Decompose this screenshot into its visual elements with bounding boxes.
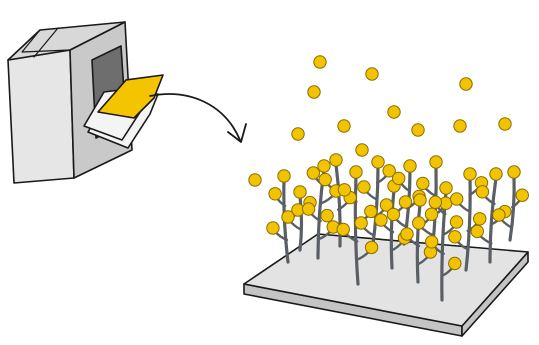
nanoparticle-icon bbox=[453, 119, 467, 133]
nanoparticle-icon bbox=[429, 155, 443, 169]
nanoparticle-icon bbox=[413, 193, 427, 207]
arrow-head bbox=[227, 123, 247, 143]
nanoparticle-icon bbox=[411, 123, 425, 137]
curved-arrow-icon bbox=[149, 93, 247, 143]
nanoparticle-icon bbox=[329, 153, 343, 167]
nanoparticle-icon bbox=[412, 216, 426, 230]
nanoparticle-icon bbox=[463, 167, 477, 181]
nanoparticle-icon bbox=[349, 165, 363, 179]
nanoparticle-icon bbox=[313, 55, 327, 69]
nanoparticle-icon bbox=[354, 216, 368, 230]
arrow-shaft bbox=[149, 93, 241, 141]
nanoparticles bbox=[248, 55, 529, 271]
nanoparticle-icon bbox=[291, 127, 305, 141]
paper-sheets-icon bbox=[83, 74, 164, 149]
nanoparticle-icon bbox=[386, 207, 401, 222]
nanoparticle-icon bbox=[439, 181, 453, 195]
nanoparticle-icon bbox=[428, 195, 443, 209]
nanoparticle-icon bbox=[248, 173, 262, 187]
nanoparticle-icon bbox=[379, 198, 394, 212]
nanoparticle-icon bbox=[475, 185, 490, 199]
nanoparticle-icon bbox=[355, 143, 369, 157]
nanoparticle-icon bbox=[374, 213, 388, 227]
nanoparticle-icon bbox=[320, 208, 334, 223]
nanoparticle-icon bbox=[489, 167, 503, 181]
nanoparticle-icon bbox=[337, 119, 351, 133]
nanoparticle-icon bbox=[425, 235, 439, 249]
nanoparticle-icon bbox=[492, 208, 506, 222]
nanoparticle-icon bbox=[293, 185, 307, 199]
nanoparticle-icon bbox=[382, 164, 396, 178]
stem-trunk bbox=[353, 174, 360, 286]
substrate-top bbox=[243, 233, 529, 327]
stem-trunk bbox=[488, 176, 498, 264]
nanoparticle-icon bbox=[306, 166, 321, 180]
box-flap-line bbox=[21, 27, 71, 58]
stem-trunk bbox=[508, 174, 516, 242]
nanoparticle-icon bbox=[301, 202, 316, 216]
nanoparticle-icon bbox=[365, 67, 379, 81]
nanoparticle-icon bbox=[459, 77, 473, 91]
nanoparticle-icon bbox=[336, 222, 350, 237]
nanoparticle-icon bbox=[357, 180, 371, 194]
nanoparticle-icon bbox=[266, 221, 280, 235]
nanoparticle-icon bbox=[307, 85, 321, 99]
paper-sheet-yellow bbox=[97, 74, 164, 119]
nanoparticle-icon bbox=[515, 188, 529, 202]
box-top bbox=[7, 21, 126, 61]
nanoparticle-icon bbox=[448, 256, 462, 271]
nanoparticle-icon bbox=[416, 176, 430, 191]
nanoparticle-icon bbox=[403, 159, 417, 173]
nanoparticle-icon bbox=[398, 195, 413, 209]
stem-trunk bbox=[464, 176, 472, 272]
nanoparticle-icon bbox=[337, 183, 352, 197]
nanoparticle-icon bbox=[364, 204, 378, 219]
nanoparticle-icon bbox=[400, 227, 414, 241]
nanoparticle-icon bbox=[392, 171, 406, 186]
stem-trunk bbox=[334, 162, 342, 248]
nanoparticle-icon bbox=[281, 210, 295, 224]
nanoparticle-icon bbox=[424, 207, 439, 221]
nanoparticle-icon bbox=[317, 159, 331, 173]
nanoparticle-icon bbox=[449, 192, 464, 206]
nanoparticle-icon bbox=[507, 165, 521, 179]
nanoparticle-icon bbox=[371, 155, 385, 169]
box-side bbox=[7, 49, 75, 184]
nanoparticle-icon bbox=[318, 172, 332, 187]
nanoparticle-icon bbox=[277, 169, 291, 183]
nanoparticle-icon bbox=[470, 224, 484, 239]
nanoparticle-icon bbox=[473, 212, 487, 226]
nanoparticle-icon bbox=[364, 240, 379, 255]
nanoparticle-icon bbox=[498, 117, 512, 131]
stem-trunk bbox=[415, 202, 422, 284]
nanoparticle-icon bbox=[448, 230, 462, 244]
nanoparticle-icon bbox=[387, 105, 401, 119]
nanoparticle-icon bbox=[268, 187, 282, 201]
substrate-plate-icon bbox=[243, 233, 529, 337]
nanoparticle-icon bbox=[449, 215, 464, 229]
stem-trunk bbox=[298, 194, 304, 252]
stem-trunk bbox=[389, 188, 396, 270]
